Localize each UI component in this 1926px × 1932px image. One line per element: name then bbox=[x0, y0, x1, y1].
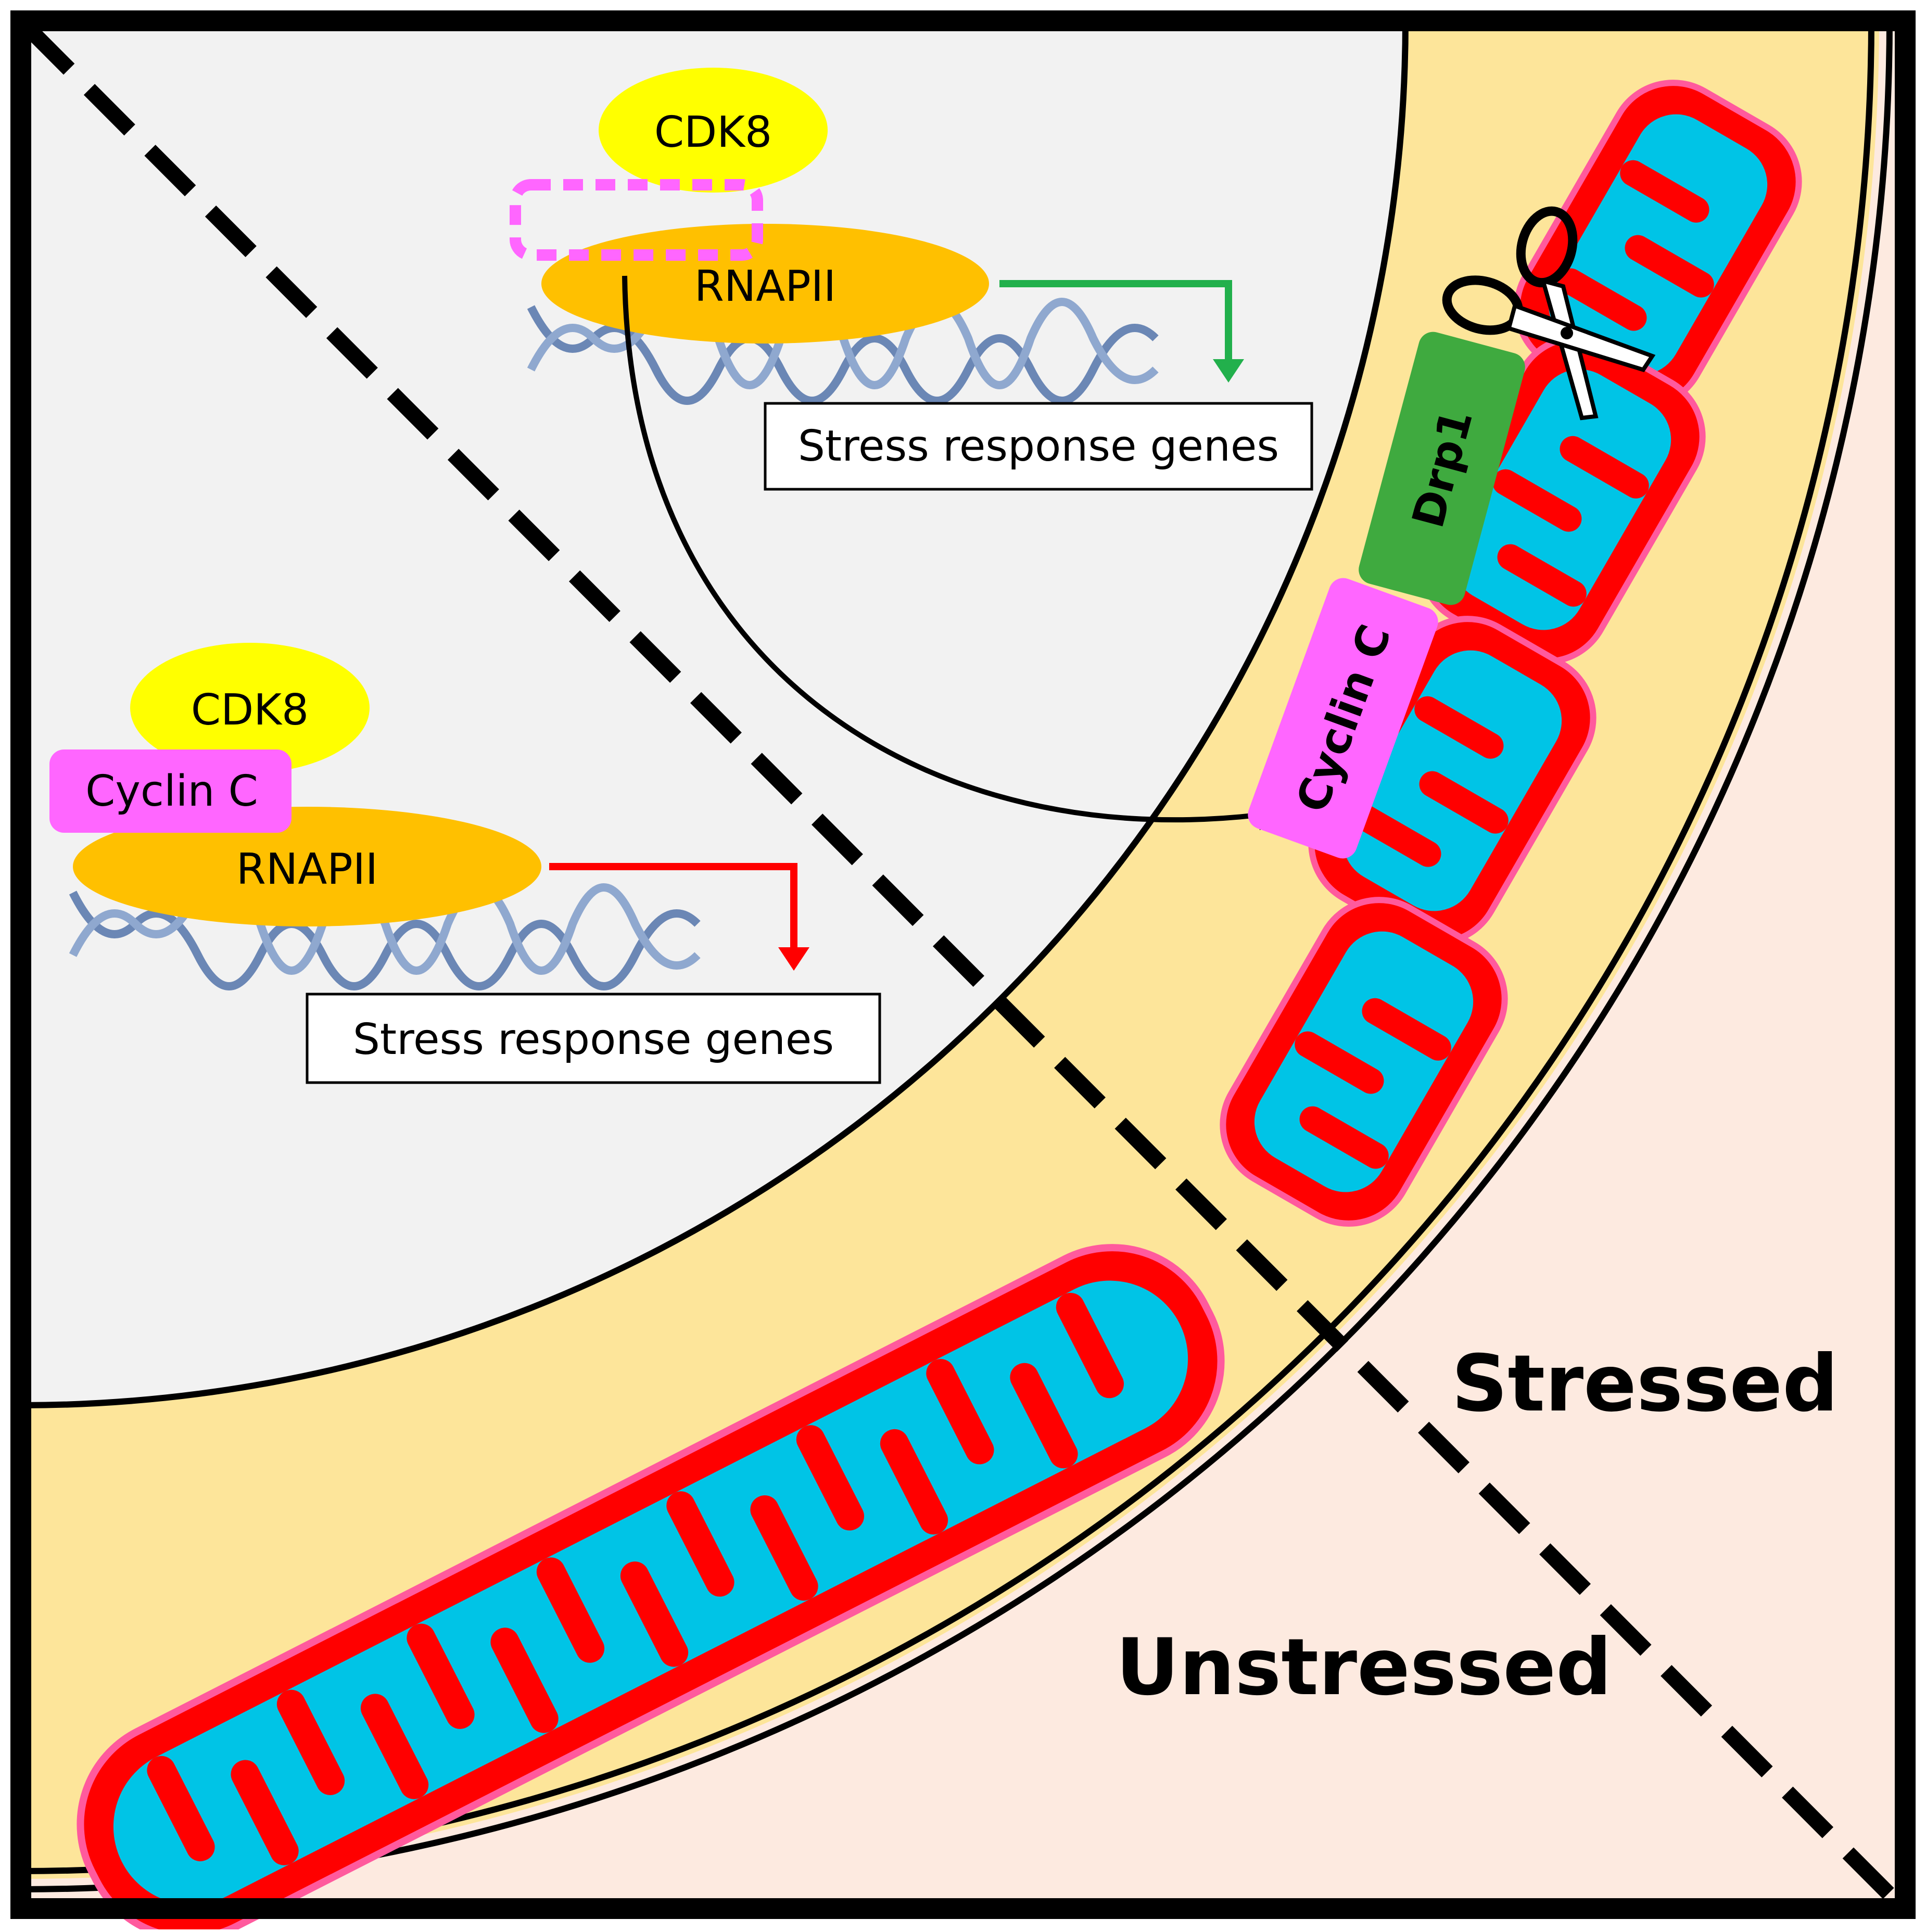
fragmented-mitochondrion-4 bbox=[1220, 897, 1508, 1227]
cdk8-unstressed-label: CDK8 bbox=[191, 685, 309, 735]
fragmented-mitochondrion-3 bbox=[1308, 616, 1596, 946]
unstressed-label: Unstressed bbox=[1116, 1622, 1612, 1713]
repressed-transcription-arrow bbox=[549, 863, 797, 952]
genes-label-unstressed: Stress response genes bbox=[353, 1015, 834, 1064]
rnapii-unstressed bbox=[73, 807, 541, 926]
fused-mitochondrion bbox=[77, 1244, 1225, 1932]
genes-box-unstressed bbox=[306, 993, 881, 1084]
genes-box-stressed bbox=[764, 402, 1313, 491]
repressed-arrowhead bbox=[778, 947, 809, 971]
rnapii-stressed-label: RNAPII bbox=[694, 262, 836, 311]
genes-label-stressed: Stress response genes bbox=[798, 422, 1279, 471]
activated-arrowhead bbox=[1213, 359, 1244, 383]
cdk8-stressed-label: CDK8 bbox=[654, 108, 772, 157]
stressed-label: Stressed bbox=[1451, 1339, 1838, 1429]
cyclin-c-mitochondrial bbox=[1248, 578, 1438, 859]
cdk8-stressed bbox=[599, 68, 828, 193]
fragmented-mitochondrion-1 bbox=[1514, 80, 1802, 410]
cyclin-c-unstressed bbox=[49, 749, 292, 833]
cyclin-c-unstressed-label: Cyclin C bbox=[85, 767, 258, 816]
condition-divider-line bbox=[23, 23, 1895, 1900]
cdk8-unstressed bbox=[130, 643, 370, 773]
rnapii-unstressed-label: RNAPII bbox=[236, 845, 378, 894]
activated-transcription-arrow bbox=[999, 280, 1232, 364]
drp1 bbox=[1359, 332, 1525, 605]
cyclin-c-translocation-arrow bbox=[622, 275, 1263, 823]
figure-frame bbox=[10, 10, 1916, 1919]
cyclin-c-absent-outline bbox=[510, 179, 763, 261]
scissors-icon bbox=[1442, 206, 1656, 421]
